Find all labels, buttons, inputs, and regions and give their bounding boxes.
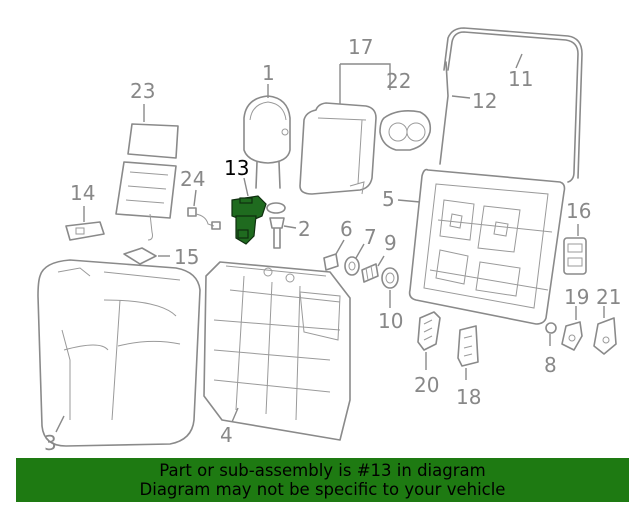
part-22-cupholder xyxy=(379,110,432,151)
part-24-harness xyxy=(187,207,221,230)
callout-7: 7 xyxy=(364,225,377,249)
callout-14: 14 xyxy=(70,181,95,205)
part-4-seat-frame xyxy=(203,261,351,441)
part-11-wire-frame xyxy=(443,27,583,183)
part-15-bezel xyxy=(123,247,157,265)
callout-11: 11 xyxy=(508,67,533,91)
callout-4: 4 xyxy=(220,423,233,447)
part-20-trim xyxy=(417,311,441,351)
part-16-latch-cover xyxy=(563,237,587,275)
callout-2: 2 xyxy=(298,217,311,241)
callout-21: 21 xyxy=(596,285,621,309)
callout-5: 5 xyxy=(382,187,395,211)
part-13-highlighted xyxy=(231,195,267,245)
callout-12: 12 xyxy=(472,89,497,113)
part-8-bolt xyxy=(545,322,557,334)
part-12-rod xyxy=(439,61,449,165)
callout-23: 23 xyxy=(130,79,155,103)
banner-line-2: Diagram may not be specific to your vehi… xyxy=(139,480,506,499)
callout-8: 8 xyxy=(544,353,557,377)
callout-6: 6 xyxy=(340,217,353,241)
leader-lines xyxy=(55,53,605,433)
part-10-bearing xyxy=(381,267,399,289)
banner-line-1: Part or sub-assembly is #13 in diagram xyxy=(159,461,486,480)
callout-18: 18 xyxy=(456,385,481,409)
part-14-switch xyxy=(65,221,105,241)
part-19-bracket xyxy=(561,321,583,351)
callout-16: 16 xyxy=(566,199,591,223)
callout-15: 15 xyxy=(174,245,199,269)
part-9-spring xyxy=(361,263,379,283)
callout-24: 24 xyxy=(180,167,205,191)
part-6-clip xyxy=(323,253,339,271)
part-3-seat-cushion xyxy=(37,259,201,447)
part-7-bushing xyxy=(344,256,360,276)
callout-13: 13 xyxy=(224,156,249,180)
callout-10: 10 xyxy=(378,309,403,333)
part-17-back-pad xyxy=(299,102,377,195)
info-banner: Part or sub-assembly is #13 in diagram D… xyxy=(16,458,629,502)
callout-20: 20 xyxy=(414,373,439,397)
part-18-trim xyxy=(457,325,479,367)
part-23-heater-pad xyxy=(115,123,179,241)
callout-19: 19 xyxy=(564,285,589,309)
part-5-seatback-frame xyxy=(408,168,566,325)
part-2-guide xyxy=(266,202,286,249)
callout-3: 3 xyxy=(44,431,57,455)
callout-9: 9 xyxy=(384,231,397,255)
callout-22: 22 xyxy=(386,69,411,93)
part-21-cover xyxy=(593,317,617,355)
part-1-headrest xyxy=(243,95,291,189)
callout-1: 1 xyxy=(262,61,275,85)
callout-17: 17 xyxy=(348,35,373,59)
